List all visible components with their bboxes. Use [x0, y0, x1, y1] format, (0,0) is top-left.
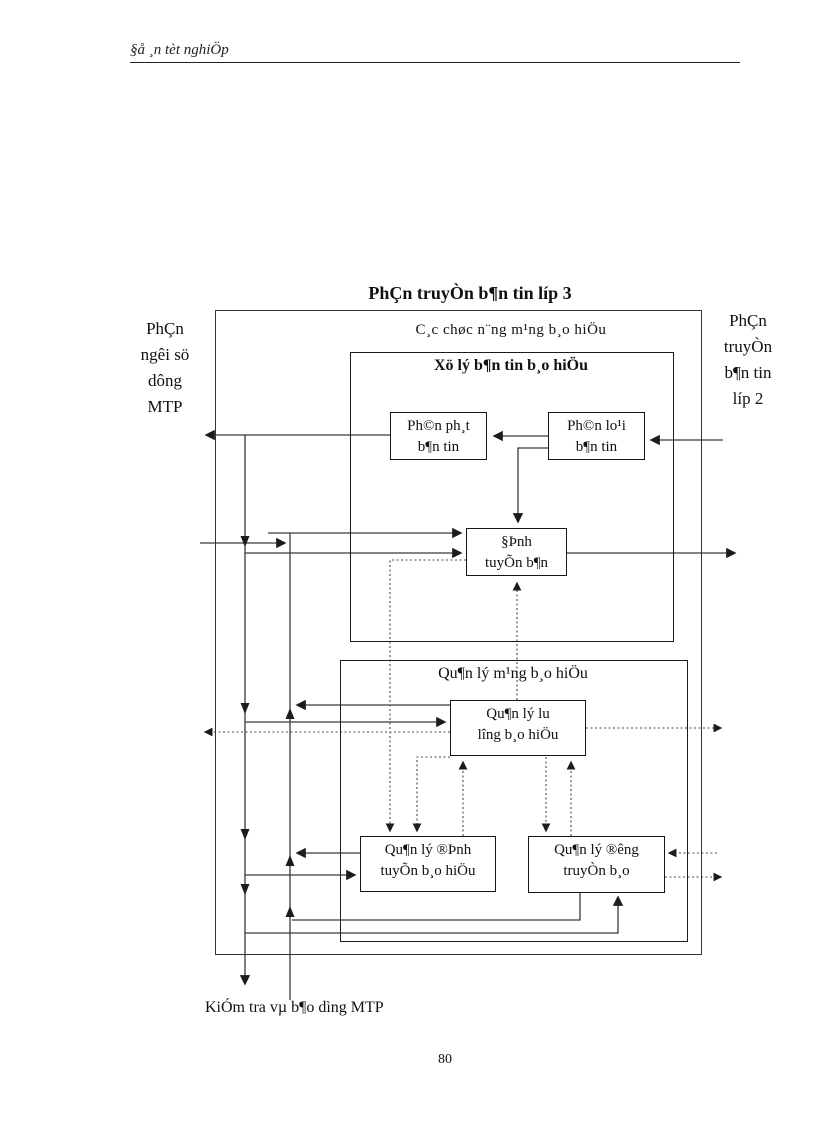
block-label-line: Qu¶n lý lu [486, 706, 550, 722]
block-label-line: b¶n tin [575, 439, 618, 455]
network-management-title: Qu¶n lý m¹ng b¸o hiÖu [438, 665, 588, 682]
block-label-line: b¶n tin [417, 439, 460, 455]
left-label-line: dông [148, 371, 182, 390]
page-number: 80 [438, 1052, 452, 1067]
right-label-layer2: PhÇn truyÒn b¶n tin líp 2 [704, 308, 792, 412]
network-management-box [340, 660, 688, 942]
header-title: §å ¸n tèt nghiÖp [130, 42, 229, 58]
right-label-line: b¶n tin [724, 363, 772, 382]
block-label-line: Qu¶n lý ®êng [554, 842, 639, 858]
left-label-line: PhÇn [146, 319, 184, 338]
outer-box-signalling-functions [215, 310, 702, 955]
left-label-line: MTP [147, 397, 183, 416]
block-label-line: Ph©n ph¸t [407, 418, 470, 434]
maintenance-caption: KiÓm tra vµ b¶o dìng MTP [205, 999, 384, 1016]
left-label-line: ngêi sö [140, 345, 190, 364]
left-label-mtp-user-part: PhÇn ngêi sö dông MTP [124, 316, 206, 420]
block-message-routing: §Þnh tuyÕn b¶n [466, 528, 567, 576]
block-route-management: Qu¶n lý ®Þnh tuyÕn b¸o hiÖu [360, 836, 496, 892]
block-label-line: tuyÕn b¸o hiÖu [380, 863, 476, 879]
block-traffic-management: Qu¶n lý lu lîng b¸o hiÖu [450, 700, 586, 756]
block-label-line: §Þnh [501, 534, 532, 550]
block-message-discrimination: Ph©n lo¹i b¶n tin [548, 412, 645, 460]
right-label-line: truyÒn [723, 337, 773, 356]
block-message-distribution: Ph©n ph¸t b¶n tin [390, 412, 487, 460]
message-handling-title: Xö lý b¶n tin b¸o hiÖu [433, 357, 589, 374]
right-label-line: líp 2 [732, 389, 764, 408]
outer-box-caption: C¸c chøc n¨ng m¹ng b¸o hiÖu [415, 322, 607, 338]
message-handling-box [350, 352, 674, 642]
diagram-title: PhÇn truyÒn b¶n tin líp 3 [368, 283, 572, 303]
right-label-line: PhÇn [729, 311, 767, 330]
block-label-line: lîng b¸o hiÖu [477, 727, 559, 743]
block-label-line: truyÒn b¸o [563, 863, 630, 879]
block-label-line: Ph©n lo¹i [567, 418, 626, 434]
block-link-management: Qu¶n lý ®êng truyÒn b¸o [528, 836, 665, 893]
block-label-line: tuyÕn b¶n [484, 555, 549, 571]
block-label-line: Qu¶n lý ®Þnh [384, 842, 472, 858]
page-header: §å ¸n tèt nghiÖp [130, 42, 740, 63]
